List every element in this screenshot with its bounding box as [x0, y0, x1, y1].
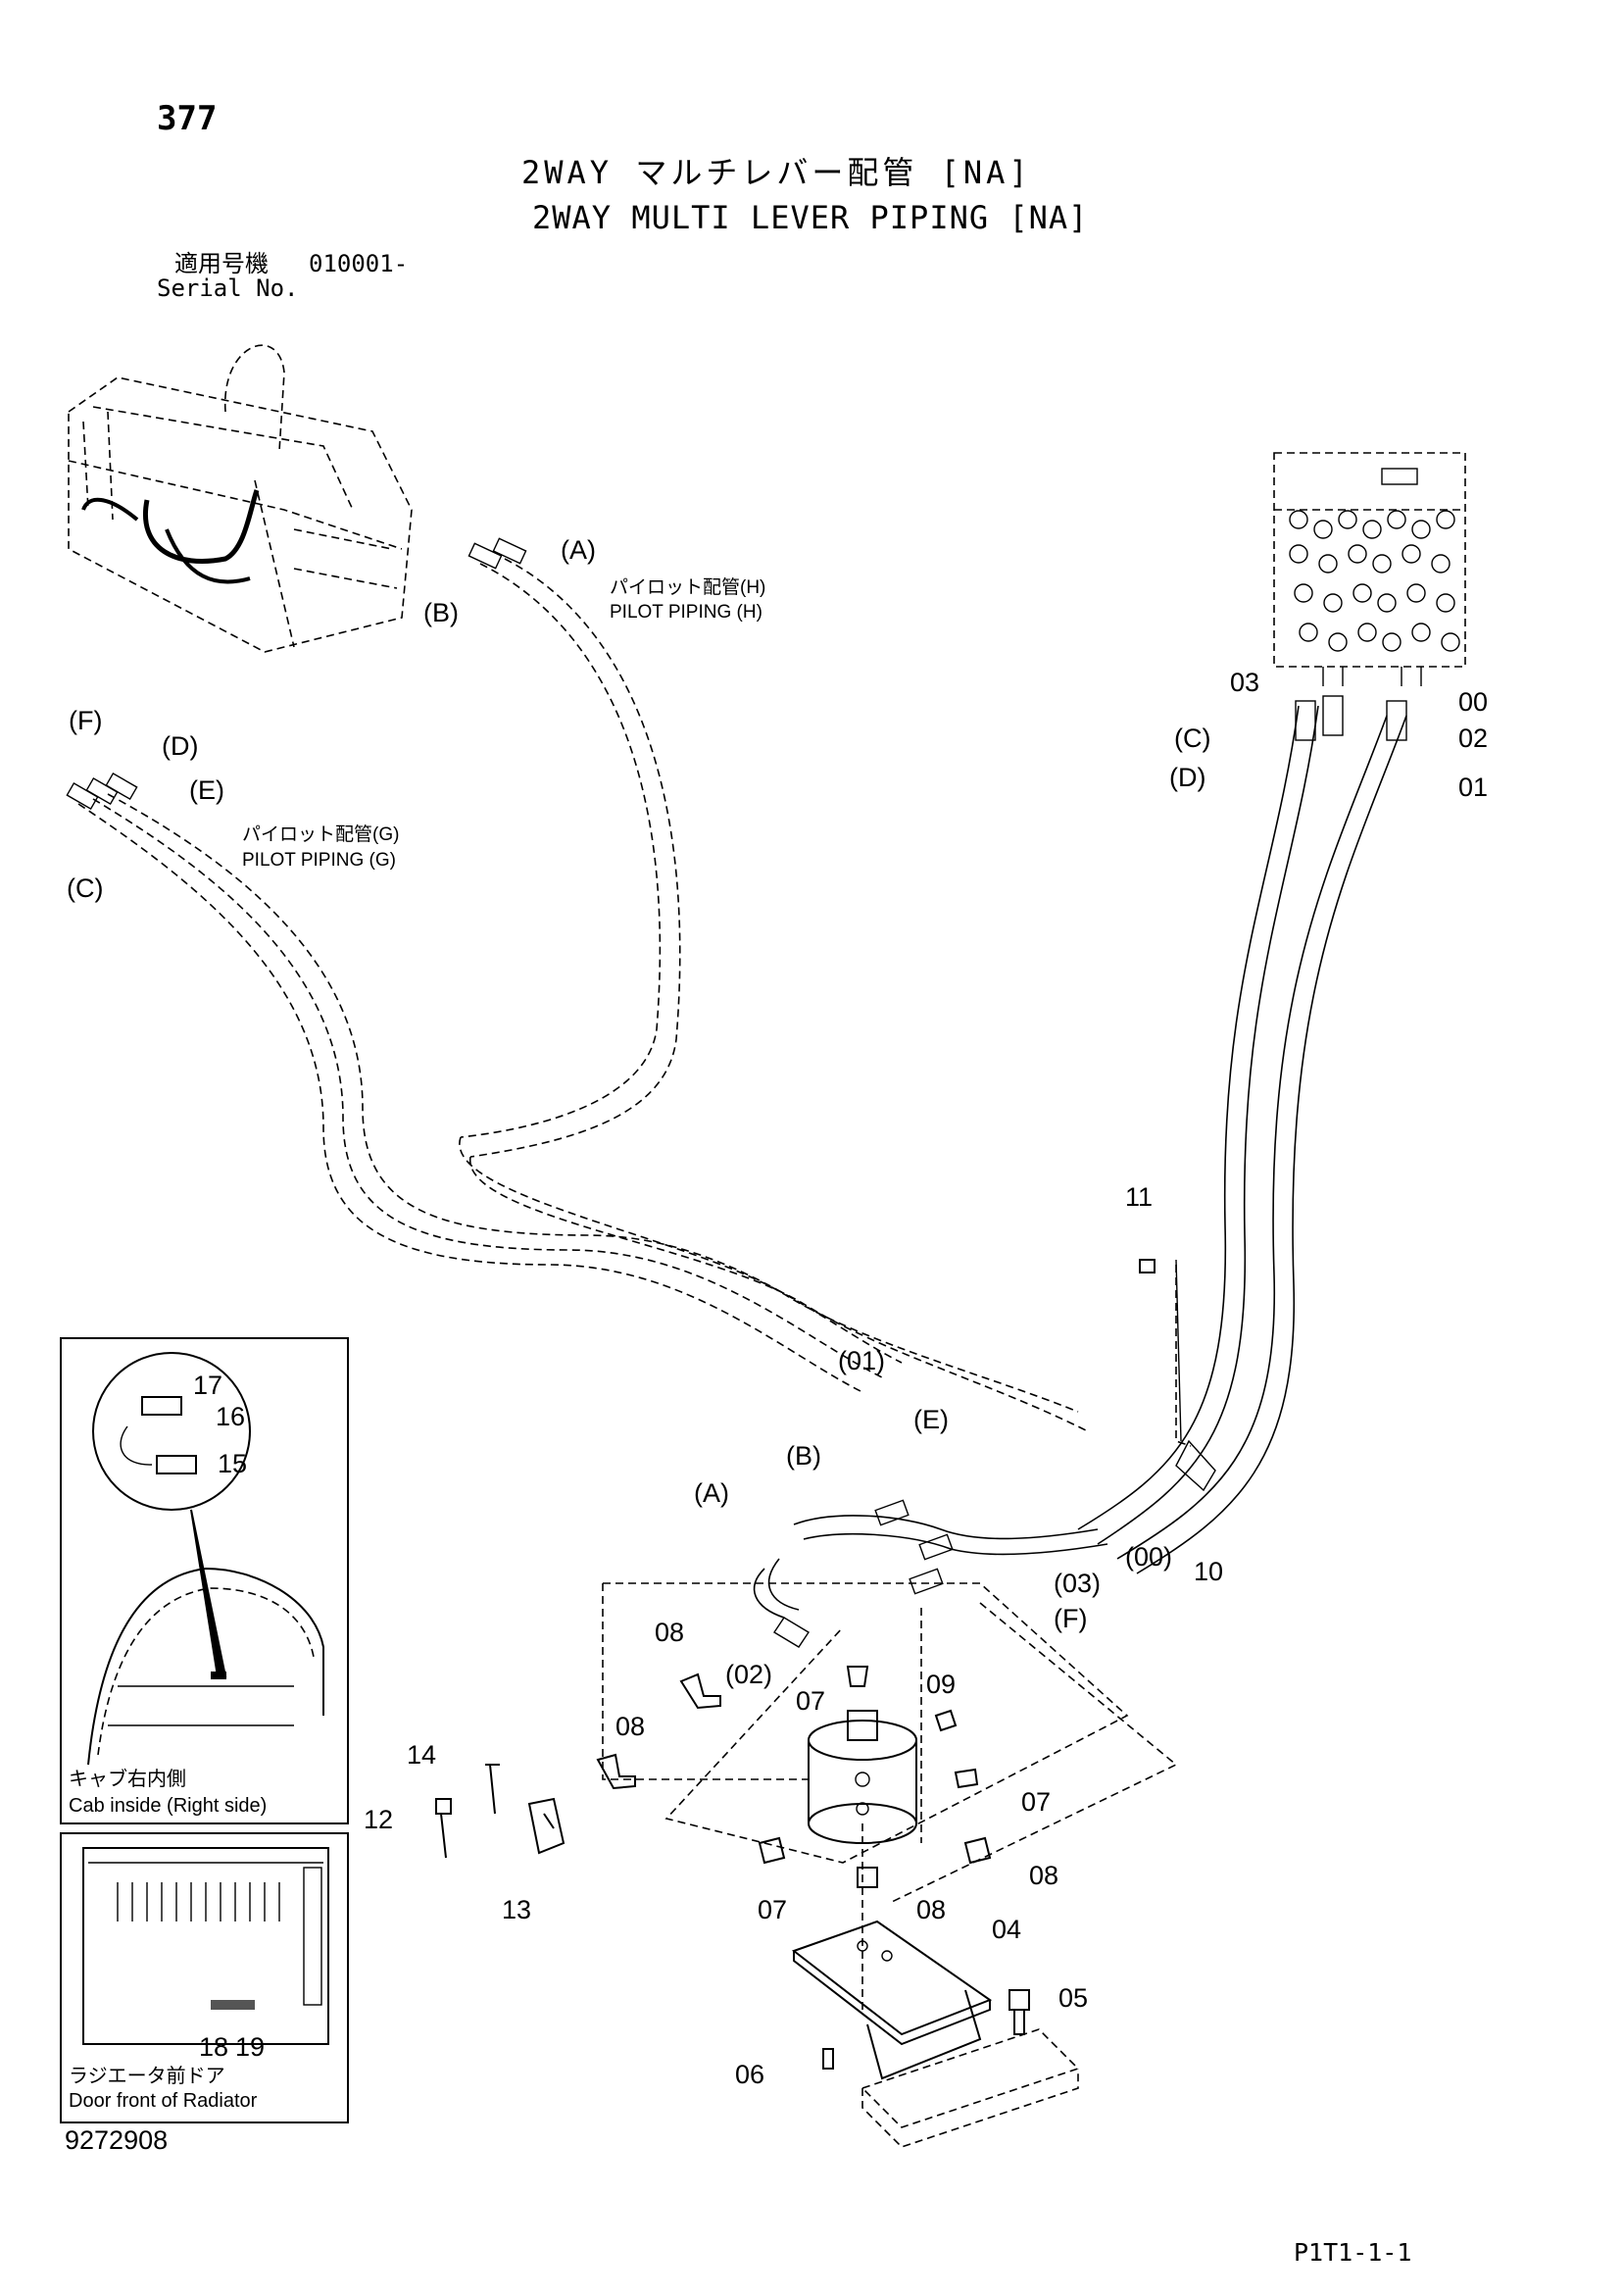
callout-01: 01	[1458, 773, 1489, 802]
document-number: 9272908	[65, 2125, 169, 2155]
small-parts	[435, 1764, 566, 1859]
title-japanese: 2WAY マルチレバー配管 [NA]	[521, 154, 1032, 191]
inset-cab-caption-jp: キャブ右内側	[69, 1769, 186, 1790]
callout-b-mid: (B)	[786, 1441, 821, 1471]
callout-07-a: 07	[796, 1686, 826, 1716]
callout-04: 04	[992, 1915, 1022, 1944]
swivel-joint	[808, 1710, 917, 1844]
serial-label-en: Serial No.	[157, 275, 299, 302]
inset-radiator-caption-en: Door front of Radiator	[69, 2090, 258, 2112]
callout-15: 15	[218, 1449, 248, 1478]
callout-e-left: (E)	[189, 775, 224, 805]
callout-f-mid: (F)	[1054, 1604, 1088, 1633]
assembly-leader-lines	[602, 1265, 1192, 2010]
callout-18: 18	[199, 2032, 229, 2062]
serial-label-jp: 適用号機	[174, 250, 269, 277]
callout-00-paren: (00)	[1125, 1542, 1173, 1572]
inset-cab-caption-en: Cab inside (Right side)	[69, 1795, 268, 1817]
excavator-cab-thumbnail	[68, 344, 413, 653]
callout-d-left: (D)	[162, 731, 199, 761]
callout-17: 17	[193, 1371, 223, 1400]
callout-12: 12	[364, 1805, 394, 1834]
page-number: 377	[157, 99, 218, 138]
callout-03-paren: (03)	[1054, 1569, 1102, 1598]
inset-radiator-caption-jp: ラジエータ前ドア	[69, 2066, 225, 2087]
callout-c-left: (C)	[67, 873, 104, 903]
callout-08-c: 08	[1029, 1861, 1059, 1890]
pilot-piping-g-hoses	[66, 772, 903, 1393]
inset-radiator-frame	[60, 1832, 349, 2123]
callout-08-a: 08	[655, 1618, 685, 1647]
callout-00: 00	[1458, 687, 1489, 717]
pilot-piping-h-hoses	[459, 537, 1089, 1432]
valve-outlet-hoses	[1077, 695, 1407, 1574]
callout-08-b: 08	[615, 1712, 646, 1741]
callout-02: 02	[1458, 724, 1489, 753]
callout-c-right: (C)	[1174, 724, 1211, 753]
callout-13: 13	[502, 1895, 532, 1924]
callout-02-paren: (02)	[725, 1660, 773, 1689]
callout-a-top: (A)	[561, 535, 596, 565]
callout-07-c: 07	[758, 1895, 788, 1924]
callout-b-top: (B)	[423, 598, 459, 627]
connector-hose-bundle	[753, 1499, 1108, 1648]
callout-03: 03	[1230, 668, 1260, 697]
callout-a-mid: (A)	[694, 1478, 729, 1508]
callout-11: 11	[1125, 1182, 1154, 1212]
pilot-piping-h-label-jp: パイロット配管(H)	[610, 577, 766, 598]
callout-06: 06	[735, 2060, 765, 2089]
pilot-piping-g-label-jp: パイロット配管(G)	[242, 824, 400, 845]
callout-14: 14	[407, 1740, 437, 1770]
bracket-assembly	[791, 1920, 1080, 2148]
callout-d-right: (D)	[1169, 763, 1206, 792]
callout-07-b: 07	[1021, 1787, 1052, 1817]
callout-01-paren: (01)	[838, 1346, 886, 1375]
callout-f-left: (F)	[69, 706, 103, 735]
fittings	[596, 1259, 1156, 1888]
serial-value: 010001-	[309, 250, 409, 277]
page-code: P1T1-1-1	[1294, 2238, 1412, 2267]
callout-05: 05	[1058, 1983, 1089, 2013]
title-english: 2WAY MULTI LEVER PIPING [NA]	[532, 199, 1089, 236]
callout-10: 10	[1194, 1557, 1224, 1586]
callout-08-d: 08	[916, 1895, 947, 1924]
callout-16: 16	[216, 1402, 246, 1431]
callout-09: 09	[926, 1670, 957, 1699]
callout-e-mid: (E)	[913, 1405, 949, 1434]
callout-19: 19	[235, 2032, 266, 2062]
pilot-piping-g-label-en: PILOT PIPING (G)	[242, 850, 396, 871]
multi-control-valve	[1273, 452, 1466, 686]
pilot-piping-h-label-en: PILOT PIPING (H)	[610, 602, 762, 623]
inset-cab-frame	[60, 1337, 349, 1824]
